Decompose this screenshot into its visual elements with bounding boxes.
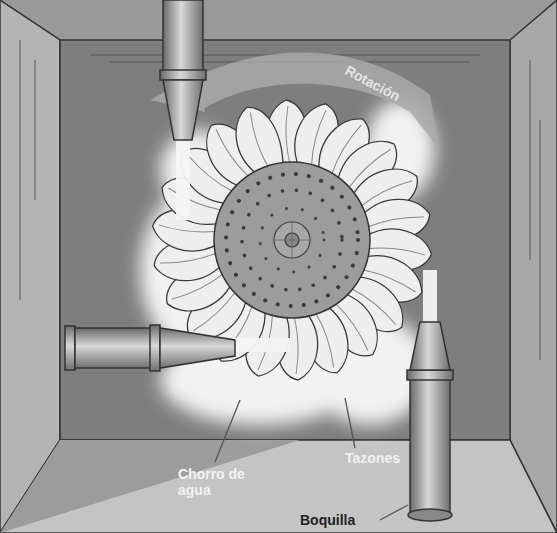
nozzle: [65, 0, 453, 521]
part-label: Tazones: [345, 450, 435, 466]
part-label: Boquilla: [300, 512, 390, 528]
floor: [0, 440, 557, 533]
back-wall: [60, 40, 510, 440]
water-jet: [176, 140, 437, 352]
pelton-wheel: [150, 98, 434, 381]
water-spray: [140, 100, 435, 425]
part-label: Chorro de agua: [178, 466, 248, 498]
wall-hatching: [20, 40, 540, 360]
floor-shadow: [0, 440, 300, 533]
